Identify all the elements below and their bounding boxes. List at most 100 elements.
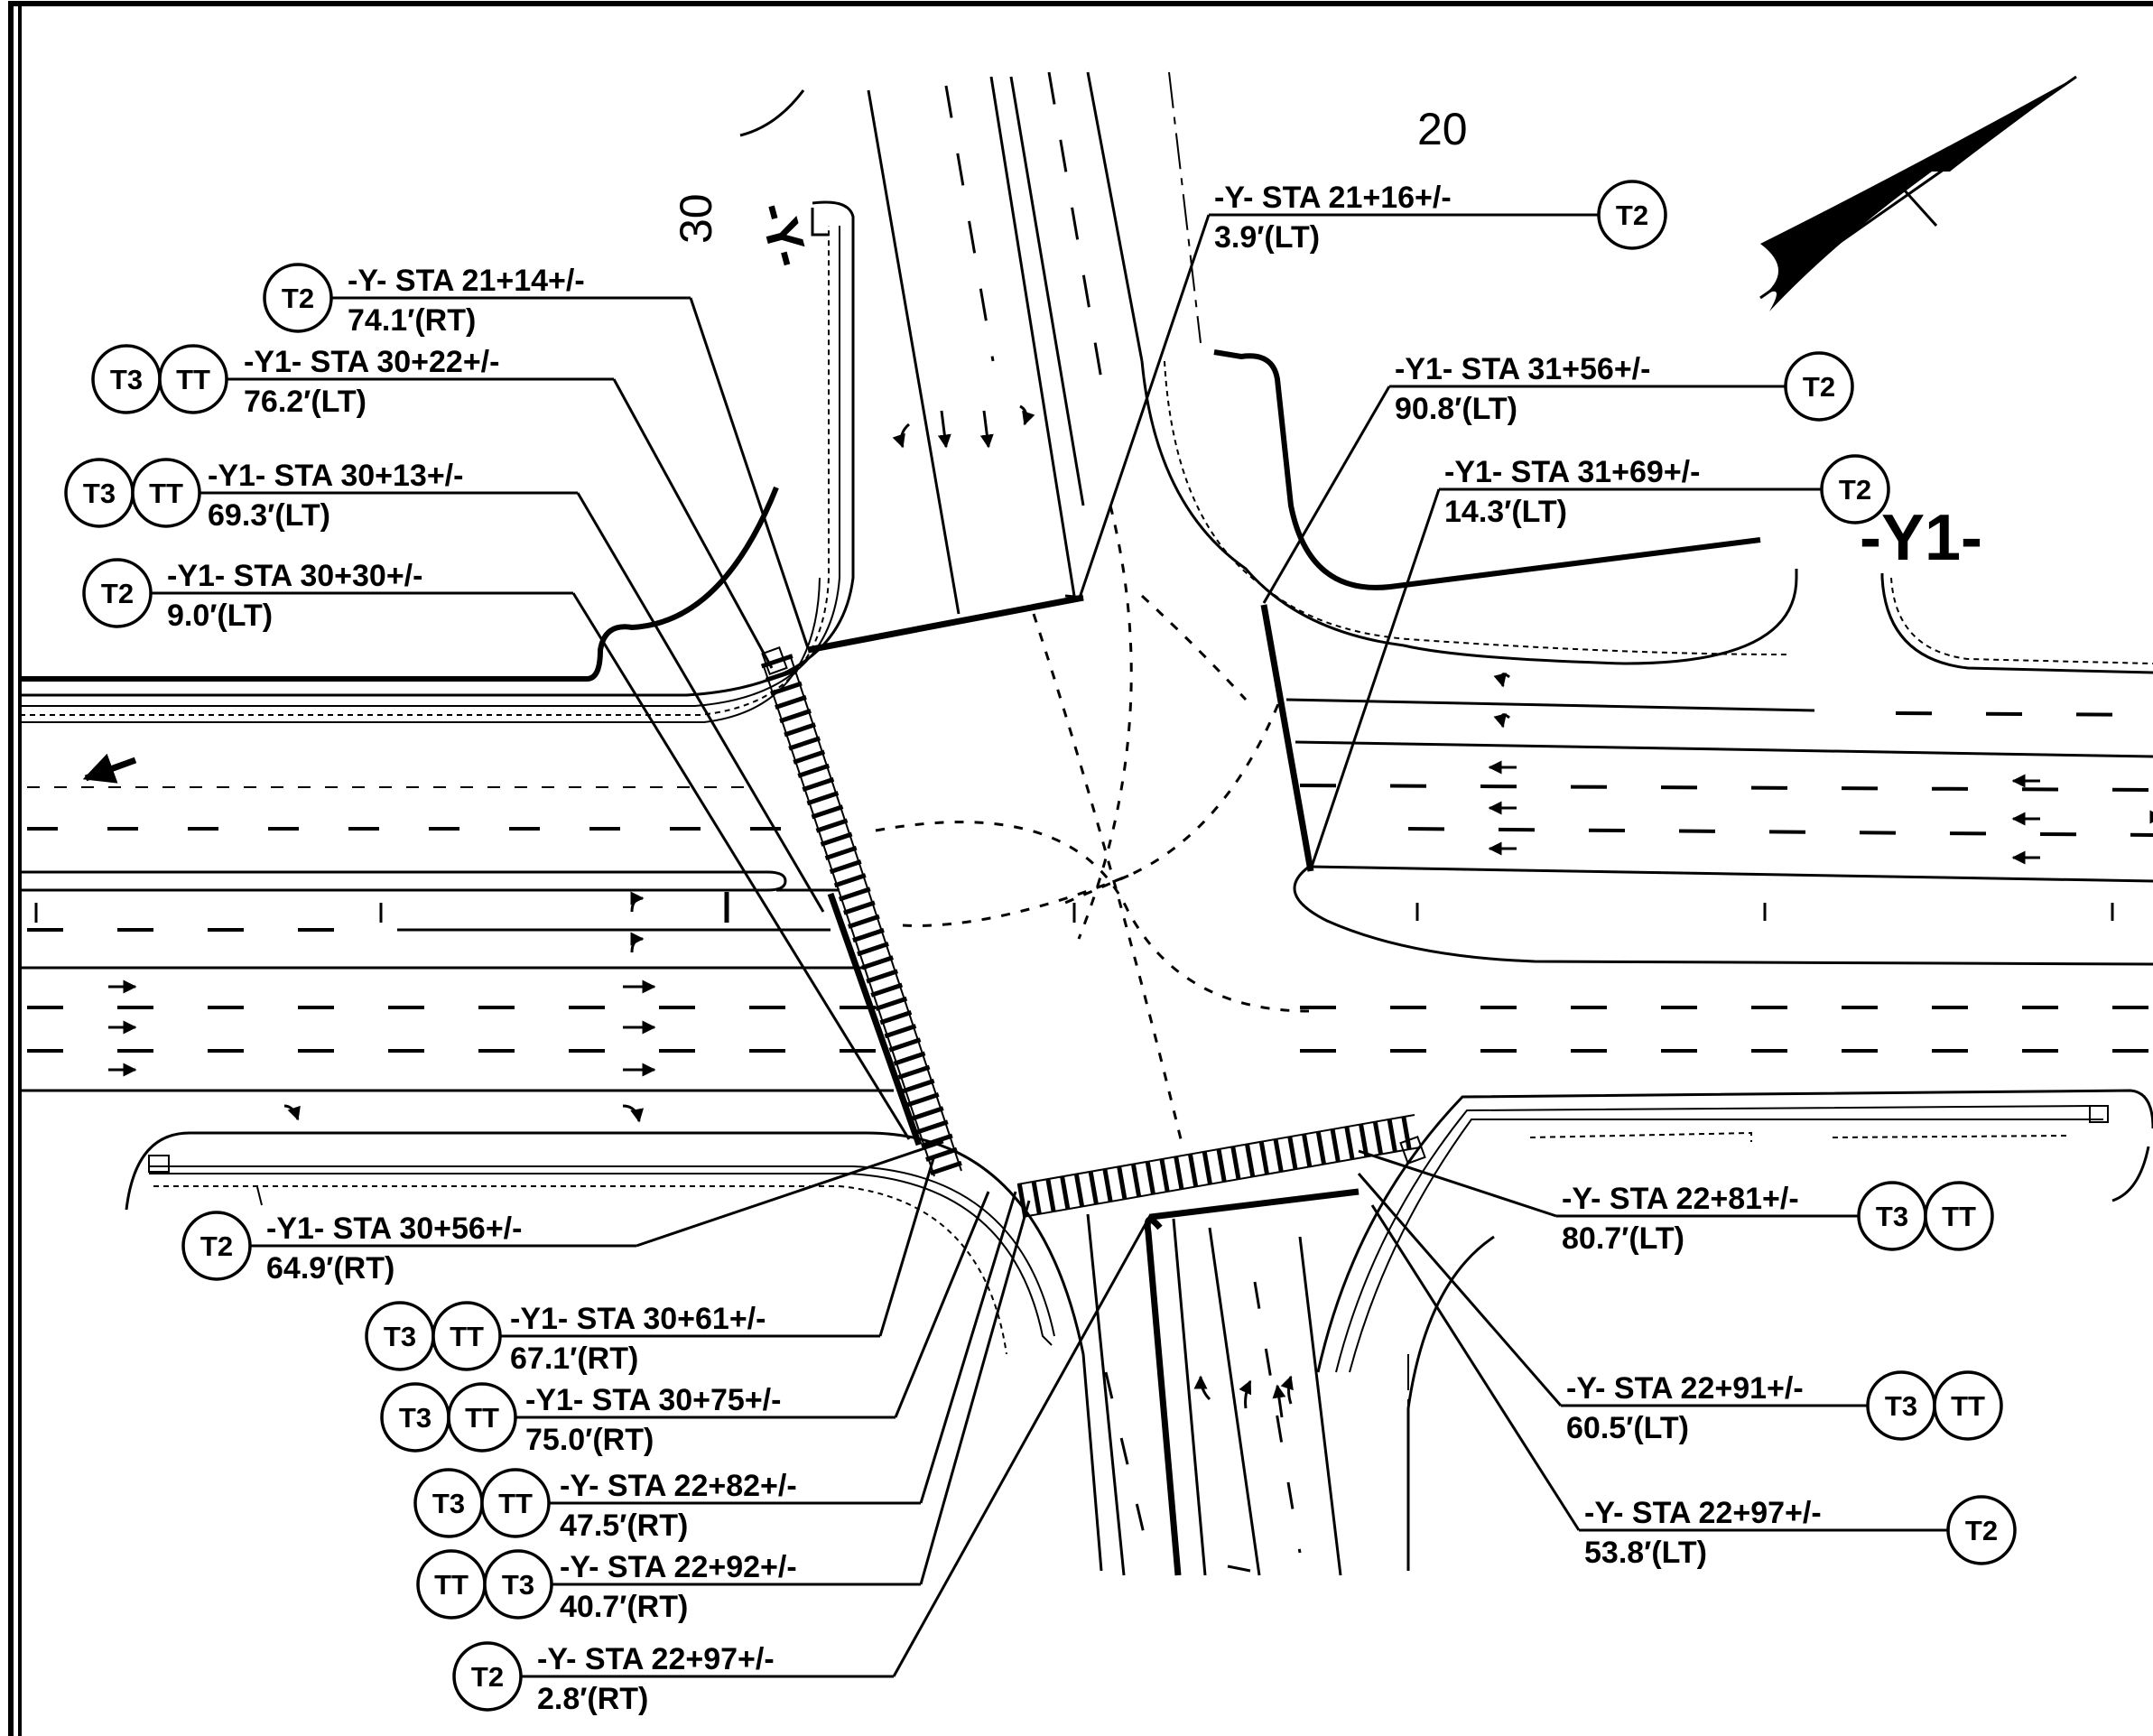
leader-line [919,1200,1031,1585]
callout: T2 -Y1- STA 30+30+/- 9.0′(LT) [82,558,911,1140]
signal-tag-label: T3 [502,1569,534,1601]
callout: T3 TT -Y1- STA 30+13+/- 69.3′(LT) [64,458,825,913]
leader-line [636,1140,944,1248]
callout: T3 TT -Y- STA 22+81+/- 80.7′(LT) [1358,1149,1994,1256]
leader-line [612,378,774,669]
se-corner [1316,1089,2153,1571]
signal-tag-label: TT [498,1488,533,1519]
callout-offset: 47.5′(RT) [560,1509,688,1543]
sheet-border [8,1,2153,1736]
leader-line [1077,214,1211,601]
callout: T3 TT -Y- STA 22+82+/- 47.5′(RT) [413,1191,1017,1543]
leader-line [571,592,911,1140]
turn-arrow-icons [283,404,1510,1409]
nw-corner [20,89,855,723]
signal-tag-label: T2 [1803,371,1835,403]
callout: T2 -Y1- STA 31+56+/- 90.8′(LT) [1262,351,1854,604]
callout-station: -Y1- STA 30+22+/- [244,345,499,379]
station-tick-20: 20 [1417,104,1468,154]
callout: T2 -Y- STA 22+97+/- 2.8′(RT) [452,1213,1153,1716]
leader-line [894,1191,990,1418]
signal-tag-label: T2 [1839,474,1871,506]
leader-line [1357,1173,1563,1406]
leader-line [919,1191,1017,1504]
signal-tag-label: TT [176,364,210,395]
signal-tag-label: TT [434,1569,469,1601]
callout-offset: 9.0′(LT) [167,599,273,633]
turn-paths [875,505,1310,1147]
west-approach [20,786,1076,1147]
signal-tag-label: TT [149,478,183,509]
callout-offset: 3.9′(LT) [1214,220,1320,255]
callout-station: -Y- STA 22+92+/- [560,1550,797,1584]
road-label-y1: -Y1- [1860,502,1982,574]
callout-offset: 14.3′(LT) [1444,495,1567,529]
leader-line [892,1213,1153,1677]
signal-tag-label: TT [1951,1390,1985,1422]
callout-station: -Y1- STA 30+30+/- [167,559,422,593]
callout: T2 -Y- STA 21+16+/- 3.9′(LT) [1077,180,1667,601]
callout-offset: 90.8′(LT) [1395,392,1517,426]
signal-tag-label: TT [450,1321,484,1352]
callout-station: -Y1- STA 30+56+/- [266,1211,522,1246]
callout-offset: 76.2′(LT) [244,385,367,419]
callout-offset: 2.8′(RT) [537,1682,648,1716]
signal-tag-icon [1924,1181,1994,1251]
signal-tag-label: T3 [399,1402,432,1434]
callout-station: -Y1- STA 30+61+/- [510,1302,766,1336]
signal-tag-label: T3 [110,364,143,395]
callout-station: -Y- STA 22+91+/- [1566,1371,1804,1406]
callout-station: -Y1- STA 31+56+/- [1395,352,1650,386]
callout-station: -Y- STA 22+81+/- [1562,1182,1799,1216]
callout-station: -Y- STA 21+16+/- [1214,181,1452,215]
signal-tag-label: T3 [83,478,116,509]
callout-offset: 75.0′(RT) [525,1423,654,1457]
north-approach [807,71,1202,654]
callout-offset: 64.9′(RT) [266,1251,394,1286]
signal-tag-label: T2 [1616,200,1648,231]
signal-tag-label: TT [1942,1201,1976,1232]
leader-line [689,297,810,649]
road-label-y: -Y- [747,196,819,273]
leader-line [1370,1204,1581,1531]
lane-arrow-icons [108,410,2040,1418]
callout-station: -Y- STA 22+82+/- [560,1469,797,1503]
leader-line [878,1155,936,1337]
signal-tag-label: T2 [101,578,134,609]
callout-station: -Y- STA 22+97+/- [537,1642,775,1676]
callout-offset: 69.3′(LT) [208,498,330,533]
callout-offset: 74.1′(RT) [348,303,476,338]
signal-tag-label: T3 [384,1321,416,1352]
leader-line [576,492,825,913]
callout-offset: 80.7′(LT) [1562,1221,1684,1256]
south-approach [1086,1188,1360,1576]
signal-tag-icon [1933,1370,2003,1441]
crosswalk-west [760,654,964,1179]
callout-station: -Y1- STA 30+13+/- [208,459,463,493]
callout-station: -Y1- STA 31+69+/- [1444,455,1700,489]
callout-offset: 60.5′(LT) [1566,1411,1689,1445]
leader-line [1358,1149,1557,1218]
signal-tag-label: T3 [1876,1201,1908,1232]
callout: T2 -Y1- STA 30+56+/- 64.9′(RT) [181,1140,944,1286]
callout: T3 TT -Y1- STA 30+61+/- 67.1′(RT) [365,1155,936,1376]
signal-tag-label: T2 [200,1230,233,1262]
signal-tag-label: T2 [282,283,314,314]
signal-tag-label: T3 [432,1488,465,1519]
north-arrow-icon [1759,75,2077,311]
crosswalk-south [1016,1114,1421,1218]
callout-offset: 53.8′(LT) [1584,1536,1707,1570]
signal-tag-label: T3 [1885,1390,1917,1422]
signal-tag-label: TT [465,1402,499,1434]
signal-tag-label: T2 [471,1661,504,1693]
callout-offset: 67.1′(RT) [510,1341,638,1376]
leader-line [1262,385,1391,604]
callout: T2 -Y1- STA 31+69+/- 14.3′(LT) [1309,454,1890,870]
callout-station: -Y1- STA 30+75+/- [525,1383,781,1417]
signal-tag-label: T2 [1965,1515,1998,1546]
